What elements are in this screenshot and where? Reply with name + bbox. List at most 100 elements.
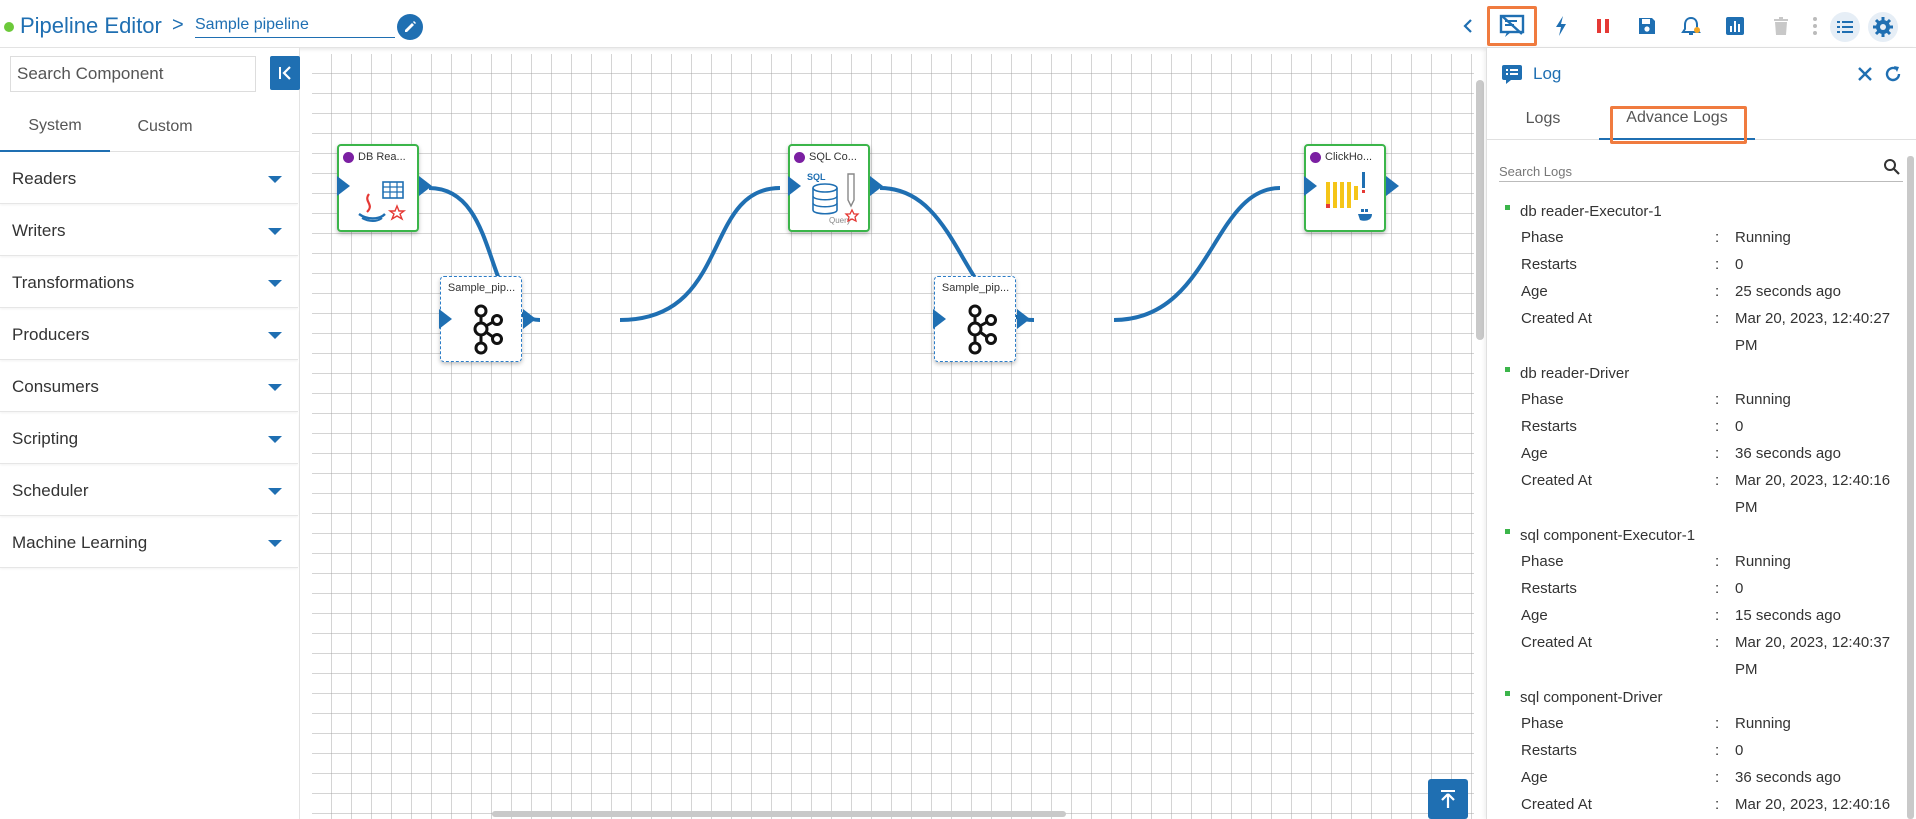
collapse-panel-button[interactable]: [270, 56, 300, 90]
caret-down-icon: [268, 280, 282, 287]
colon: :: [1715, 472, 1720, 489]
log-entry-title: sql component-Executor-1: [1505, 527, 1695, 544]
field-label: Created At: [1521, 310, 1592, 327]
advance-logs-highlight: [1610, 106, 1747, 144]
field-value: 36 seconds ago: [1735, 445, 1841, 462]
top-header: Pipeline Editor > Sample pipeline: [0, 0, 1916, 48]
input-port[interactable]: [1304, 176, 1317, 196]
output-port[interactable]: [870, 176, 883, 196]
list-view-button[interactable]: [1830, 12, 1860, 42]
node-sql-component[interactable]: SQL Co... SQL Query: [788, 144, 883, 232]
entry-name: db reader-Driver: [1520, 365, 1630, 382]
tab-system[interactable]: System: [0, 102, 110, 152]
field-label: Created At: [1521, 796, 1592, 813]
field-label: Phase: [1521, 229, 1564, 246]
log-header: Log: [1487, 48, 1916, 96]
colon: :: [1715, 580, 1720, 597]
trash-icon: [1774, 17, 1788, 35]
bullet: [1505, 367, 1510, 372]
category-scheduler[interactable]: Scheduler: [0, 466, 298, 516]
java-db-reader-icon: [358, 181, 407, 222]
canvas-horizontal-scrollbar[interactable]: [492, 811, 1066, 817]
edit-pipeline-button[interactable]: [397, 14, 423, 40]
colon: :: [1715, 553, 1720, 570]
field-label: Created At: [1521, 472, 1592, 489]
search-logs-input[interactable]: Search Logs: [1499, 156, 1903, 182]
category-consumers[interactable]: Consumers: [0, 362, 298, 412]
alerts-button[interactable]: [1677, 12, 1705, 40]
bullet: [1505, 691, 1510, 696]
save-button[interactable]: [1633, 12, 1661, 40]
category-label: Scripting: [12, 428, 79, 448]
toggle-log-button[interactable]: [1498, 12, 1526, 40]
collapse-toolbar-button[interactable]: [1454, 12, 1482, 40]
more-menu[interactable]: [1813, 16, 1817, 36]
node-kafka-event-2[interactable]: Sample_pip...: [933, 276, 1030, 362]
pipeline-canvas[interactable]: DB Rea... Sample_pip... SQL Co...: [312, 54, 1474, 819]
node-kafka-event-1[interactable]: Sample_pip...: [439, 276, 536, 362]
field-value: Mar 20, 2023, 12:40:16: [1735, 796, 1891, 813]
monitor-button[interactable]: [1721, 12, 1749, 40]
log-entry-title: db reader-Executor-1: [1505, 203, 1662, 220]
category-machine-learning[interactable]: Machine Learning: [0, 518, 298, 568]
category-writers[interactable]: Writers: [0, 206, 298, 256]
node-title: ClickHo...: [1325, 151, 1373, 163]
output-port[interactable]: [523, 309, 536, 329]
colon: :: [1715, 418, 1720, 435]
colon: :: [1715, 796, 1720, 813]
tab-logs[interactable]: Logs: [1525, 110, 1561, 127]
refresh-icon[interactable]: [1883, 64, 1903, 84]
stop-button[interactable]: [1589, 12, 1617, 40]
search-component-input[interactable]: Search Component: [10, 56, 256, 92]
pipeline-name-field[interactable]: Sample pipeline: [195, 16, 395, 38]
input-port[interactable]: [439, 309, 452, 329]
log-entry-title: db reader-Driver: [1505, 365, 1629, 382]
toggle-log-highlight: [1487, 6, 1537, 46]
delete-button[interactable]: [1767, 12, 1795, 40]
category-label: Machine Learning: [12, 532, 148, 552]
field-label: Phase: [1521, 553, 1564, 570]
input-port[interactable]: [337, 176, 350, 196]
output-port[interactable]: [419, 176, 432, 196]
caret-down-icon: [268, 540, 282, 547]
field-value: PM: [1735, 499, 1758, 516]
category-producers[interactable]: Producers: [0, 310, 298, 360]
output-port[interactable]: [1017, 309, 1030, 329]
settings-button[interactable]: [1868, 12, 1898, 42]
log-entry-title: sql component-Driver: [1505, 689, 1663, 706]
field-label: Age: [1521, 283, 1548, 300]
app-title: Pipeline Editor: [20, 13, 162, 38]
log-scrollbar[interactable]: [1907, 156, 1914, 819]
canvas-vertical-scrollbar[interactable]: [1476, 80, 1484, 340]
category-label: Consumers: [12, 376, 99, 396]
node-clickhouse-writer[interactable]: ClickHo...: [1304, 144, 1399, 232]
field-value: PM: [1735, 337, 1758, 354]
chevron-left-icon: [1463, 19, 1472, 33]
field-label: Age: [1521, 445, 1548, 462]
status-dot: [1310, 151, 1321, 163]
status-dot: [343, 151, 354, 163]
log-tabs: Logs Advance Logs: [1487, 98, 1916, 140]
category-scripting[interactable]: Scripting: [0, 414, 298, 464]
run-button[interactable]: [1547, 12, 1575, 40]
node-db-reader[interactable]: DB Rea...: [337, 144, 432, 232]
tab-advance-logs[interactable]: Advance Logs: [1599, 98, 1755, 140]
field-value: Running: [1735, 553, 1791, 570]
save-icon: [1639, 18, 1655, 34]
caret-down-icon: [268, 228, 282, 235]
category-readers[interactable]: Readers: [0, 154, 298, 204]
field-value: Mar 20, 2023, 12:40:27: [1735, 310, 1891, 327]
close-icon[interactable]: [1855, 64, 1875, 84]
input-port[interactable]: [788, 176, 801, 196]
field-label: Phase: [1521, 715, 1564, 732]
field-value: 0: [1735, 580, 1744, 597]
field-label: Restarts: [1521, 580, 1577, 597]
input-port[interactable]: [933, 309, 946, 329]
output-port[interactable]: [1386, 176, 1399, 196]
scroll-to-top-button[interactable]: [1428, 779, 1468, 819]
colon: :: [1715, 445, 1720, 462]
category-transformations[interactable]: Transformations: [0, 258, 298, 308]
status-dot: [4, 22, 14, 32]
search-icon[interactable]: [1883, 158, 1901, 176]
tab-custom[interactable]: Custom: [137, 118, 193, 135]
